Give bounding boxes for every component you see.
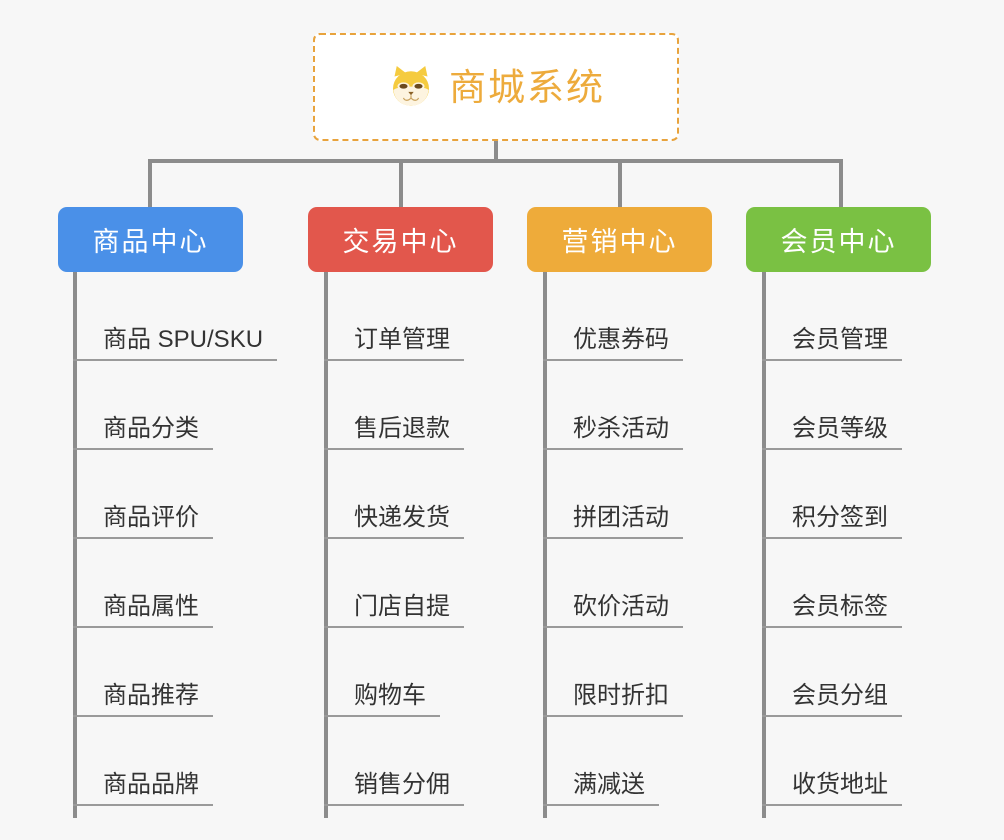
leaf-item[interactable]: 销售分佣 bbox=[324, 717, 464, 806]
leaf-label: 砍价活动 bbox=[543, 593, 683, 628]
leaf-label: 商品推荐 bbox=[73, 682, 213, 717]
leaf-label: 商品品牌 bbox=[73, 771, 213, 806]
leaf-label: 商品 SPU/SKU bbox=[73, 326, 278, 361]
leaf-item[interactable]: 满减送 bbox=[543, 717, 659, 806]
group-header-marketing-center[interactable]: 营销中心 bbox=[527, 207, 712, 272]
leaf-label: 商品评价 bbox=[73, 504, 213, 539]
leaf-label: 售后退款 bbox=[324, 415, 464, 450]
leaf-label: 快递发货 bbox=[324, 504, 464, 539]
leaf-item[interactable]: 商品属性 bbox=[73, 539, 213, 628]
leaf-label: 优惠券码 bbox=[543, 326, 683, 361]
leaf-item[interactable]: 收货地址 bbox=[762, 717, 902, 806]
leaf-item[interactable]: 售后退款 bbox=[324, 361, 464, 450]
connector-root-stem bbox=[494, 141, 498, 163]
leaf-item[interactable]: 拼团活动 bbox=[543, 450, 683, 539]
root-node-content: 商城系统 bbox=[387, 63, 605, 111]
leaf-item[interactable]: 商品 SPU/SKU bbox=[73, 272, 278, 361]
connector-horizontal-bus bbox=[148, 159, 843, 163]
root-node-shop-system[interactable]: 商城系统 bbox=[313, 33, 679, 141]
leaf-item[interactable]: 订单管理 bbox=[324, 272, 464, 361]
group-header-member-center[interactable]: 会员中心 bbox=[746, 207, 931, 272]
leaf-label: 限时折扣 bbox=[543, 682, 683, 717]
leaf-label: 拼团活动 bbox=[543, 504, 683, 539]
column-spine bbox=[324, 272, 328, 818]
leaf-item[interactable]: 快递发货 bbox=[324, 450, 464, 539]
connector-drop-group-4 bbox=[839, 159, 843, 209]
leaf-label: 购物车 bbox=[324, 682, 440, 717]
connector-drop-group-3 bbox=[618, 159, 622, 209]
leaf-item[interactable]: 会员管理 bbox=[762, 272, 902, 361]
column-spine bbox=[73, 272, 77, 818]
leaf-item[interactable]: 商品评价 bbox=[73, 450, 213, 539]
leaf-item[interactable]: 砍价活动 bbox=[543, 539, 683, 628]
shiba-dog-face-icon bbox=[387, 63, 435, 111]
group-header-label: 会员中心 bbox=[780, 227, 897, 257]
leaf-label: 满减送 bbox=[543, 771, 659, 806]
group-header-product-center[interactable]: 商品中心 bbox=[58, 207, 243, 272]
leaf-label: 收货地址 bbox=[762, 771, 902, 806]
leaf-label: 商品分类 bbox=[73, 415, 213, 450]
leaf-label: 销售分佣 bbox=[324, 771, 464, 806]
leaf-item[interactable]: 会员等级 bbox=[762, 361, 902, 450]
leaf-item[interactable]: 积分签到 bbox=[762, 450, 902, 539]
group-header-label: 交易中心 bbox=[342, 227, 459, 257]
leaf-label: 订单管理 bbox=[324, 326, 464, 361]
group-header-label: 营销中心 bbox=[561, 227, 678, 257]
leaf-item[interactable]: 优惠券码 bbox=[543, 272, 683, 361]
group-header-label: 商品中心 bbox=[92, 227, 209, 257]
root-node-title: 商城系统 bbox=[449, 66, 605, 108]
leaf-label: 积分签到 bbox=[762, 504, 902, 539]
leaf-label: 会员等级 bbox=[762, 415, 902, 450]
leaf-label: 会员管理 bbox=[762, 326, 902, 361]
column-spine bbox=[762, 272, 766, 818]
leaf-item[interactable]: 会员标签 bbox=[762, 539, 902, 628]
leaf-item[interactable]: 限时折扣 bbox=[543, 628, 683, 717]
leaf-item[interactable]: 商品推荐 bbox=[73, 628, 213, 717]
connector-drop-group-2 bbox=[399, 159, 403, 209]
leaf-label: 秒杀活动 bbox=[543, 415, 683, 450]
leaf-item[interactable]: 会员分组 bbox=[762, 628, 902, 717]
leaf-label: 会员标签 bbox=[762, 593, 902, 628]
leaf-label: 门店自提 bbox=[324, 593, 464, 628]
leaf-item[interactable]: 秒杀活动 bbox=[543, 361, 683, 450]
leaf-label: 会员分组 bbox=[762, 682, 902, 717]
leaf-item[interactable]: 购物车 bbox=[324, 628, 440, 717]
leaf-item[interactable]: 门店自提 bbox=[324, 539, 464, 628]
group-header-trade-center[interactable]: 交易中心 bbox=[308, 207, 493, 272]
leaf-item[interactable]: 商品品牌 bbox=[73, 717, 213, 806]
leaf-label: 商品属性 bbox=[73, 593, 213, 628]
leaf-item[interactable]: 商品分类 bbox=[73, 361, 213, 450]
connector-drop-group-1 bbox=[148, 159, 152, 209]
column-spine bbox=[543, 272, 547, 818]
